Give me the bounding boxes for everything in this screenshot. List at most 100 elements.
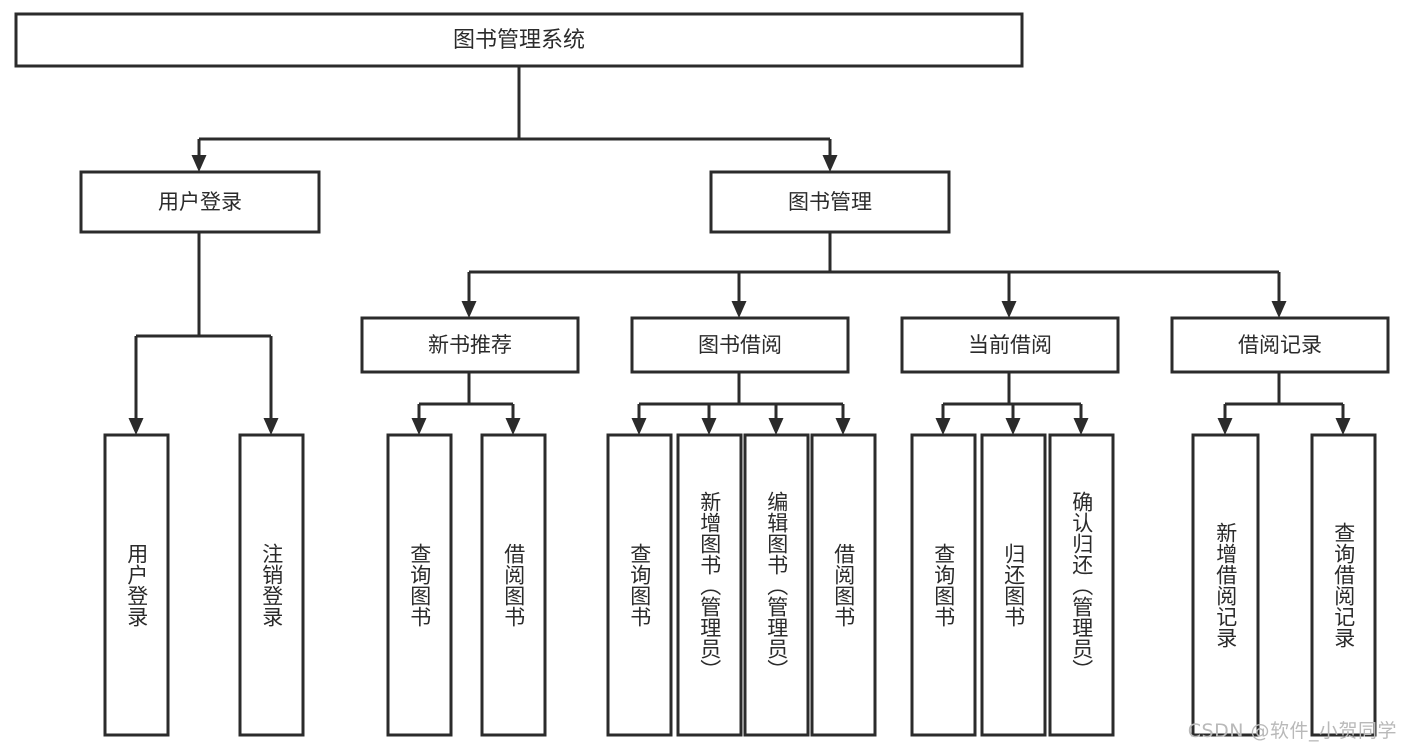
node-leaf-add-record[interactable]: 新增借阅记录 — [1191, 433, 1260, 737]
arrow-head-icon — [822, 155, 838, 172]
node-leaf-query-record[interactable]: 查询借阅记录 — [1310, 433, 1377, 737]
node-label-leaf-return-book: 归还图书 — [1001, 543, 1026, 627]
node-label-leaf-query-book-borrow: 查询图书 — [627, 543, 652, 627]
arrow-head-icon — [731, 301, 747, 318]
node-label-wrap-leaf-query-book-cur: 查询图书 — [931, 543, 956, 627]
arrow-head-icon — [505, 418, 521, 435]
node-box-leaf-query-book-rec[interactable] — [386, 433, 453, 737]
node-label-wrap-leaf-user-login: 用户登录 — [124, 543, 149, 627]
node-box-leaf-query-record[interactable] — [1310, 433, 1377, 737]
node-label-new-book-recommend: 新书推荐 — [428, 333, 512, 357]
node-new-book-recommend[interactable]: 新书推荐 — [360, 316, 580, 374]
node-box-leaf-edit-book[interactable] — [743, 433, 810, 737]
node-box-leaf-add-record[interactable] — [1191, 433, 1260, 737]
node-box-leaf-add-book[interactable] — [676, 433, 743, 737]
node-box-book-manage[interactable] — [709, 170, 951, 234]
node-leaf-borrow-book-rec[interactable]: 借阅图书 — [480, 433, 547, 737]
node-label-wrap-leaf-return-book: 归还图书 — [1001, 543, 1026, 627]
arrow-head-icon — [835, 418, 851, 435]
node-user-login[interactable]: 用户登录 — [79, 170, 321, 234]
node-root[interactable]: 图书管理系统 — [14, 12, 1024, 68]
node-borrow-record[interactable]: 借阅记录 — [1170, 316, 1390, 374]
connector-c-root-to-level2 — [191, 66, 838, 172]
node-box-leaf-user-login[interactable] — [103, 433, 170, 737]
connector-c-bookmanage-to-level3 — [461, 232, 1287, 318]
node-box-book-borrow[interactable] — [630, 316, 850, 374]
node-label-root: 图书管理系统 — [453, 28, 585, 53]
node-box-leaf-return-book[interactable] — [980, 433, 1047, 737]
arrow-head-icon — [1217, 418, 1233, 435]
node-leaf-confirm-return[interactable]: 确认归还（管理员） — [1048, 433, 1115, 737]
node-label-wrap-leaf-query-record: 查询借阅记录 — [1331, 522, 1356, 648]
node-label-leaf-edit-book: 编辑图书（管理员） — [764, 490, 789, 680]
node-label-leaf-add-record: 新增借阅记录 — [1213, 522, 1238, 648]
node-leaf-borrow-book[interactable]: 借阅图书 — [810, 433, 877, 737]
node-label-wrap-leaf-borrow-book: 借阅图书 — [831, 543, 856, 627]
arrow-head-icon — [1073, 418, 1089, 435]
node-label-user-login: 用户登录 — [158, 190, 242, 214]
connector-c-current-to-leaves — [935, 372, 1089, 435]
node-book-manage[interactable]: 图书管理 — [709, 170, 951, 234]
connector-c-recommend-to-leaves — [411, 372, 521, 435]
node-leaf-query-book-cur[interactable]: 查询图书 — [910, 433, 977, 737]
node-label-leaf-borrow-book: 借阅图书 — [831, 543, 856, 627]
node-box-current-borrow[interactable] — [900, 316, 1120, 374]
node-box-user-login[interactable] — [79, 170, 321, 234]
node-label-wrap-leaf-confirm-return: 确认归还（管理员） — [1069, 490, 1094, 680]
node-label-leaf-query-book-cur: 查询图书 — [931, 543, 956, 627]
arrow-head-icon — [461, 301, 477, 318]
node-leaf-edit-book[interactable]: 编辑图书（管理员） — [743, 433, 810, 737]
node-layer: 图书管理系统用户登录图书管理新书推荐图书借阅当前借阅借阅记录用户登录注销登录查询… — [14, 12, 1390, 737]
node-label-book-manage: 图书管理 — [788, 190, 872, 214]
connector-c-record-to-leaves — [1217, 372, 1351, 435]
connector-c-userlogin-to-leaves — [128, 232, 279, 435]
node-leaf-query-book-rec[interactable]: 查询图书 — [386, 433, 453, 737]
node-label-current-borrow: 当前借阅 — [968, 333, 1052, 357]
node-label-wrap-leaf-query-book-borrow: 查询图书 — [627, 543, 652, 627]
node-box-root[interactable] — [14, 12, 1024, 68]
node-label-wrap-leaf-edit-book: 编辑图书（管理员） — [764, 490, 789, 680]
arrow-head-icon — [631, 418, 647, 435]
arrow-head-icon — [191, 155, 207, 172]
arrow-head-icon — [1001, 301, 1017, 318]
node-box-borrow-record[interactable] — [1170, 316, 1390, 374]
node-leaf-user-logout[interactable]: 注销登录 — [238, 433, 305, 737]
node-label-wrap-leaf-add-record: 新增借阅记录 — [1213, 522, 1238, 648]
node-leaf-add-book[interactable]: 新增图书（管理员） — [676, 433, 743, 737]
node-label-leaf-user-logout: 注销登录 — [259, 543, 284, 627]
arrow-head-icon — [1005, 418, 1021, 435]
node-label-book-borrow: 图书借阅 — [698, 333, 782, 357]
node-leaf-query-book-borrow[interactable]: 查询图书 — [606, 433, 673, 737]
arrow-head-icon — [128, 418, 144, 435]
node-label-leaf-query-book-rec: 查询图书 — [407, 543, 432, 627]
node-label-wrap-leaf-borrow-book-rec: 借阅图书 — [501, 543, 526, 627]
arrow-head-icon — [701, 418, 717, 435]
node-label-leaf-add-book: 新增图书（管理员） — [697, 490, 722, 680]
node-label-wrap-leaf-user-logout: 注销登录 — [259, 543, 284, 627]
arrow-head-icon — [768, 418, 784, 435]
node-box-leaf-borrow-book-rec[interactable] — [480, 433, 547, 737]
node-box-leaf-user-logout[interactable] — [238, 433, 305, 737]
arrow-head-icon — [1271, 301, 1287, 318]
node-book-borrow[interactable]: 图书借阅 — [630, 316, 850, 374]
connector-layer — [128, 66, 1351, 435]
node-box-leaf-borrow-book[interactable] — [810, 433, 877, 737]
node-label-wrap-leaf-add-book: 新增图书（管理员） — [697, 490, 722, 680]
arrow-head-icon — [1335, 418, 1351, 435]
node-label-leaf-confirm-return: 确认归还（管理员） — [1069, 490, 1094, 680]
node-box-leaf-query-book-borrow[interactable] — [606, 433, 673, 737]
node-label-borrow-record: 借阅记录 — [1238, 333, 1322, 357]
node-label-leaf-query-record: 查询借阅记录 — [1331, 522, 1356, 648]
node-box-leaf-confirm-return[interactable] — [1048, 433, 1115, 737]
node-box-new-book-recommend[interactable] — [360, 316, 580, 374]
node-label-leaf-borrow-book-rec: 借阅图书 — [501, 543, 526, 627]
node-leaf-return-book[interactable]: 归还图书 — [980, 433, 1047, 737]
node-label-wrap-leaf-query-book-rec: 查询图书 — [407, 543, 432, 627]
node-current-borrow[interactable]: 当前借阅 — [900, 316, 1120, 374]
node-box-leaf-query-book-cur[interactable] — [910, 433, 977, 737]
node-label-leaf-user-login: 用户登录 — [124, 543, 149, 627]
node-leaf-user-login[interactable]: 用户登录 — [103, 433, 170, 737]
arrow-head-icon — [411, 418, 427, 435]
connector-c-borrow-to-leaves — [631, 372, 851, 435]
